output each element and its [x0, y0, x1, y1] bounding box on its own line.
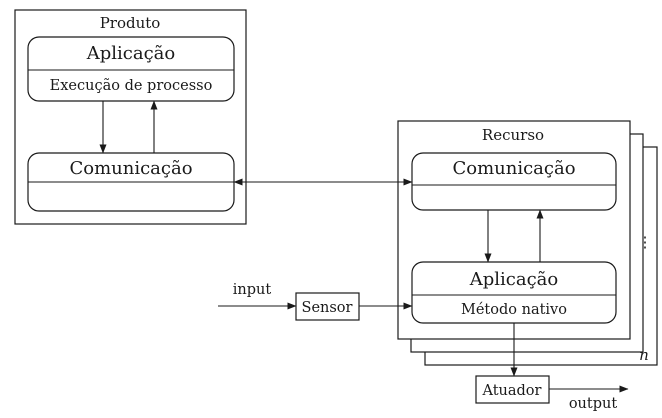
atuador-label: Atuador [482, 383, 542, 399]
input-label: input [233, 282, 272, 298]
recurso-comunicacao-title: Comunicação [452, 158, 575, 179]
sensor-label: Sensor [302, 300, 353, 316]
recurso-aplicacao-title: Aplicação [469, 269, 559, 290]
produto-aplicacao-subtitle: Execução de processo [50, 78, 213, 94]
recurso-stack-count-label: n [639, 346, 649, 364]
produto-comunicacao-title: Comunicação [69, 158, 192, 179]
recurso-aplicacao-subtitle: Método nativo [461, 302, 567, 318]
produto-aplicacao-box [27, 36, 235, 102]
produto-aplicacao-title: Aplicação [86, 43, 176, 64]
output-label: output [569, 396, 618, 412]
recurso-title: Recurso [482, 126, 544, 144]
produto-title: Produto [100, 14, 161, 32]
recurso-stack-ellipsis: ⋮ [638, 233, 653, 251]
atuador-box [475, 375, 550, 404]
